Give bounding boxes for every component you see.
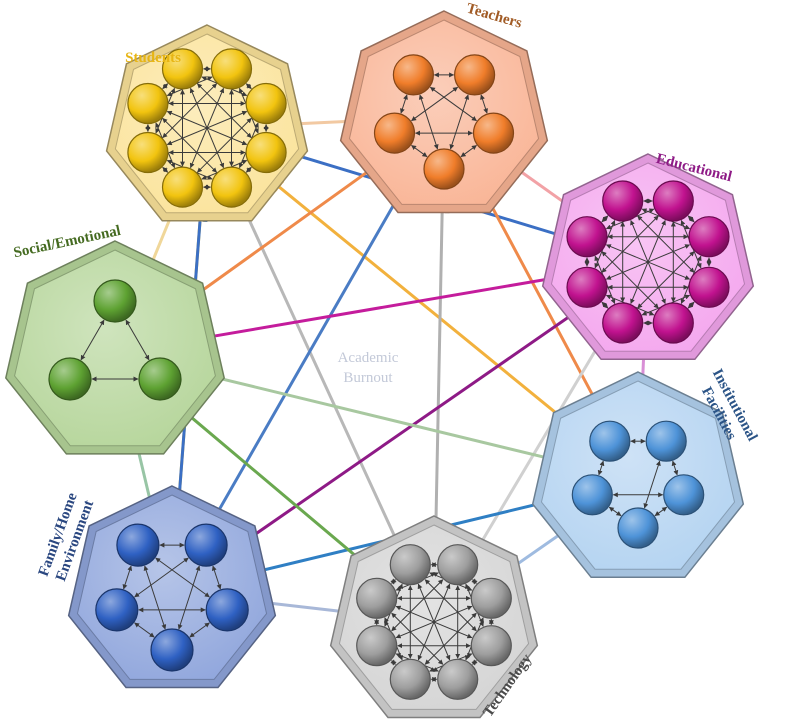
internal-link [417,583,451,661]
group-technology-node [470,577,512,619]
link-social-technology [180,407,373,571]
group-institutional-node [617,507,659,549]
center-label-line1: Academic [338,350,399,366]
group-students-label: Students [125,50,181,66]
group-technology-node [356,625,398,667]
internal-link [429,86,477,122]
group-teachers-node [472,112,515,154]
group-students-node [127,131,169,174]
group-institutional: InstitutionalFacilities [531,366,760,579]
group-social-node [93,279,137,323]
group-students-node [161,48,204,90]
group-family-node [116,523,160,567]
group-technology-node [389,544,431,586]
group-family: Family/HomeEnvironment [36,485,277,689]
internal-link [654,506,668,517]
group-educational-node [652,180,694,222]
group-students-node [210,166,253,208]
group-institutional-node [645,420,687,462]
group-students-node [127,82,169,125]
link-students-institutional [267,177,575,429]
internal-link [211,565,222,590]
internal-link [418,94,439,150]
group-educational-node [566,266,608,308]
internal-link [143,565,167,630]
internal-link [480,94,488,114]
internal-link [608,506,622,517]
internal-link [390,578,397,585]
group-students-node [245,82,287,125]
internal-link [471,659,478,666]
internal-link [643,460,661,509]
group-students-node [161,166,204,208]
factor-groups: Students TeachersEducationalInstitutional… [4,1,760,720]
link-educational-family [238,308,581,547]
internal-link [189,622,210,638]
group-technology-node [437,544,479,586]
group-educational-node [688,216,730,258]
internal-link [155,557,210,598]
group-students-node [210,48,253,90]
group-technology: Technology [329,515,539,720]
link-institutional-social [198,369,558,465]
group-institutional-internal-links [597,438,679,517]
group-teachers-node [392,54,434,96]
group-teachers-node [423,148,465,190]
group-social-node [138,357,182,401]
group-social-internal-links [80,319,150,382]
internal-link [390,659,397,666]
group-social: Social/Emotional [4,223,226,455]
group-educational-node [566,216,608,258]
link-teachers-technology [428,198,450,541]
internal-link [411,144,428,158]
group-institutional-node [663,474,705,516]
internal-link [134,622,155,638]
group-technology-node [437,658,479,700]
group-technology-node [470,625,512,667]
internal-link [125,319,150,361]
group-technology-node [389,658,431,700]
group-family-node [95,588,139,632]
group-teachers-internal-links [400,72,488,158]
internal-link [601,215,609,223]
internal-link [80,319,105,361]
group-teachers: Teachers [339,1,549,214]
group-educational-node [602,180,644,222]
group-educational: Educational [541,151,755,361]
internal-link [400,94,408,114]
internal-link [122,565,133,590]
internal-link [597,460,605,476]
internal-link [630,219,666,305]
group-institutional-node [571,474,613,516]
group-educational-node [688,266,730,308]
group-family-node [184,523,228,567]
group-institutional-node [589,420,631,462]
group-family-node [205,588,249,632]
group-family-node [150,628,194,672]
internal-link [162,83,169,90]
center-label-line2: Burnout [343,370,393,386]
internal-link [671,460,679,476]
group-technology-node [356,577,398,619]
group-social-node [48,357,92,401]
group-family-internal-links [122,542,222,638]
internal-link [189,87,225,169]
group-educational-node [602,302,644,344]
internal-link [460,144,477,158]
group-teachers-node [454,54,496,96]
group-teachers-node [373,112,416,154]
group-institutional-panel [540,380,736,570]
group-students: Students [105,24,309,222]
link-educational-social [199,271,567,344]
group-students-node [245,131,287,174]
group-educational-internal-links [584,198,712,326]
group-educational-node [652,302,694,344]
